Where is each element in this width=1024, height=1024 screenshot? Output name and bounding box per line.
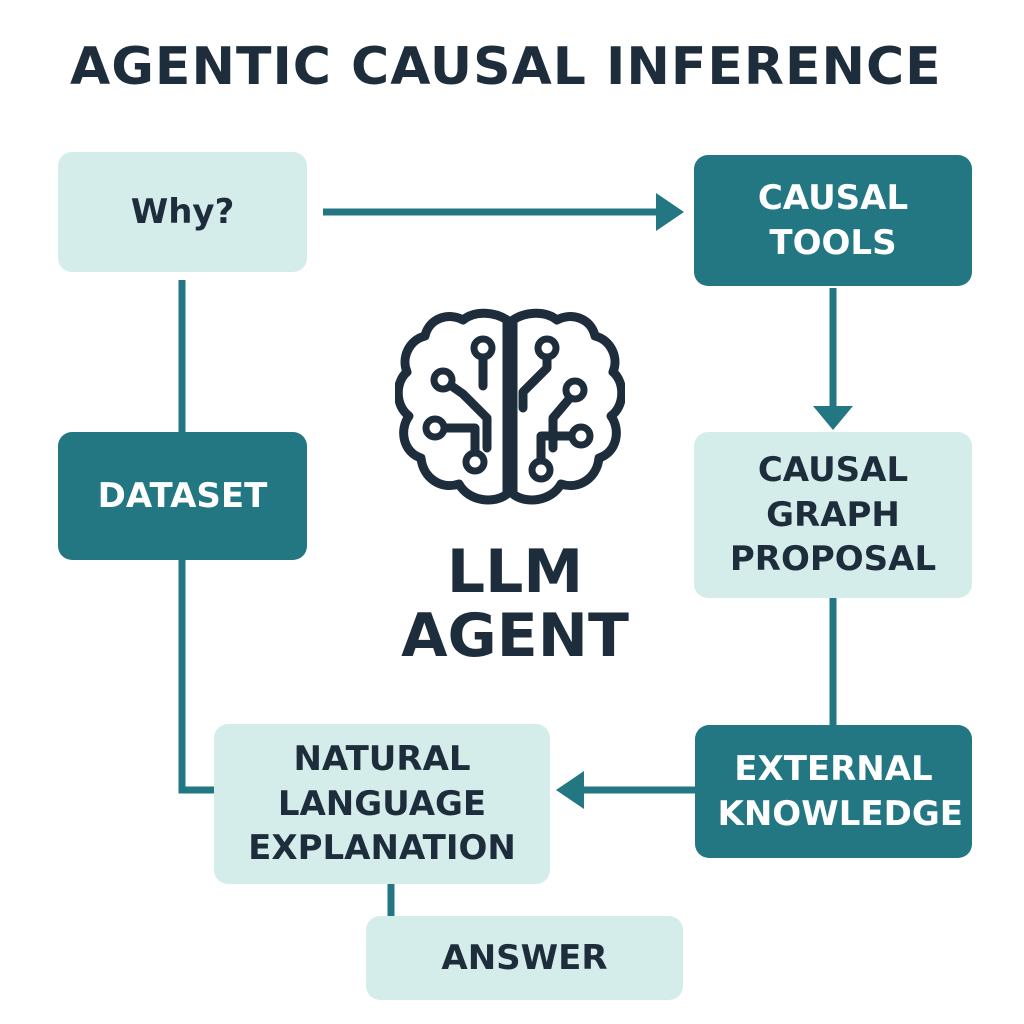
arrowhead-down: [813, 406, 853, 430]
llm-agent-line1: LLM: [446, 537, 584, 607]
answer-label: ANSWER: [441, 937, 608, 978]
answer-node: ANSWER: [366, 916, 683, 1000]
causal-graph-proposal-node: CAUSAL GRAPH PROPOSAL: [694, 432, 972, 598]
line-dataset-to-explanation: [178, 560, 216, 794]
external-knowledge-node: EXTERNAL KNOWLEDGE: [695, 725, 972, 858]
external-knowledge-label: EXTERNAL KNOWLEDGE: [717, 748, 963, 834]
arrowhead-left: [556, 771, 584, 809]
llm-agent-line2: AGENT: [401, 601, 629, 671]
why-label: Why?: [130, 191, 235, 232]
arrowhead-right: [656, 193, 684, 231]
diagram-title: AGENTIC CAUSAL INFERENCE: [70, 37, 942, 97]
dataset-label: DATASET: [97, 475, 268, 516]
causal-tools-label: CAUSAL TOOLS: [757, 177, 909, 263]
llm-agent-label: LLM AGENT: [385, 540, 645, 668]
natural-language-explanation-node: NATURAL LANGUAGE EXPLANATION: [214, 724, 550, 884]
brain-circuit-icon: [395, 308, 625, 505]
causal-tools-node: CAUSAL TOOLS: [694, 155, 972, 286]
why-node: Why?: [58, 152, 307, 272]
dataset-node: DATASET: [58, 432, 307, 560]
causal-graph-proposal-label: CAUSAL GRAPH PROPOSAL: [729, 449, 937, 580]
natural-language-explanation-label: NATURAL LANGUAGE EXPLANATION: [248, 738, 516, 869]
